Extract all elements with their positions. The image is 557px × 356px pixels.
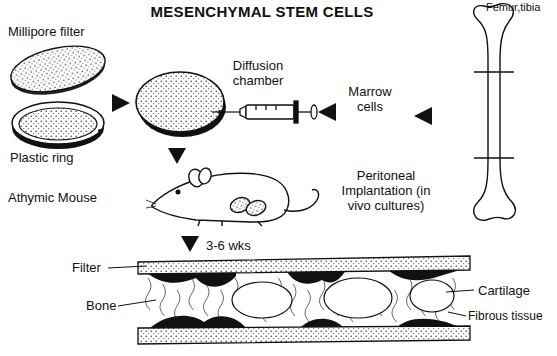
chamber-section-part-part [410,280,454,312]
syringe-part [255,105,256,110]
mouse-part [198,220,262,226]
mouse-part [146,206,156,208]
chamber-section-part [232,278,454,318]
mouse-part [244,198,268,218]
chamber-section [138,256,470,344]
mouse-part [284,189,319,211]
millipore-filter [7,38,110,102]
part-label: Femur,tibia [486,0,540,15]
mouse-part [146,200,156,204]
syringe-part [246,105,294,119]
part-label: Diffusion chamber [218,58,298,88]
syringe [212,101,317,123]
syringe-part [294,101,298,123]
leader-line-part [108,266,146,268]
plastic-ring-part [12,102,104,144]
arrowhead [414,107,432,125]
chamber-section-part-part [145,278,151,310]
leader-line-part [446,290,474,292]
part-label: Bone [86,298,116,313]
part-label: Marrow cells [340,84,400,114]
mouse-part [176,190,180,194]
chamber-section-part [145,278,455,322]
mouse-part [197,167,213,186]
chamber-section-part-part [160,284,166,316]
long-bone [474,4,516,221]
arrowhead [112,94,130,112]
part-label: Fibrous tissue [468,309,543,324]
chamber-section-part [138,256,470,274]
chamber-section-part [140,270,466,328]
part-label: Peritoneal Implantation (in vivo culture… [330,168,442,213]
part-label: Cartilage [478,283,530,298]
long-bone-part [474,71,514,72]
part-label: Athymic Mouse [8,190,97,205]
leader-line-part [448,312,466,316]
mouse [146,167,319,226]
chamber-section-part-part [324,278,392,318]
arrowhead [181,236,199,252]
plastic-ring [12,102,104,149]
syringe-part [212,111,240,112]
arrowhead [318,103,336,121]
leader-line [108,266,474,316]
chamber-section-part-part [203,284,209,316]
syringe-part [298,111,312,112]
chamber-section-part [146,270,462,328]
diffusion-chamber-part [136,72,224,132]
plastic-ring-part [19,108,97,140]
millipore-filter-part [7,38,110,99]
part-label: Millipore filter [8,24,85,39]
diagram-title: MESENCHYMAL STEM CELLS [150,4,373,19]
plastic-ring-part [98,129,102,133]
leader-line-part [118,300,156,306]
chamber-section-part-part [232,282,292,318]
long-bone-part [474,4,516,221]
chamber-section-part-part [189,278,195,310]
chamber-section-part [138,326,470,344]
syringe-part [240,106,246,118]
arrowhead [168,148,186,164]
chamber-section-part-part [388,270,460,280]
chamber-section-part-part [305,290,311,322]
chamber-section-part-part [150,316,246,328]
syringe-part [275,105,276,110]
syringe-part [265,105,266,110]
mouse-part [152,173,289,222]
part-label: Plastic ring [10,150,74,165]
part-label: Filter [72,260,101,275]
long-bone-part [474,157,514,158]
duration-label: 3-6 wks [206,238,251,253]
chamber-section-part-part [392,290,398,322]
diffusion-chamber [136,72,226,137]
syringe-part [311,105,317,119]
